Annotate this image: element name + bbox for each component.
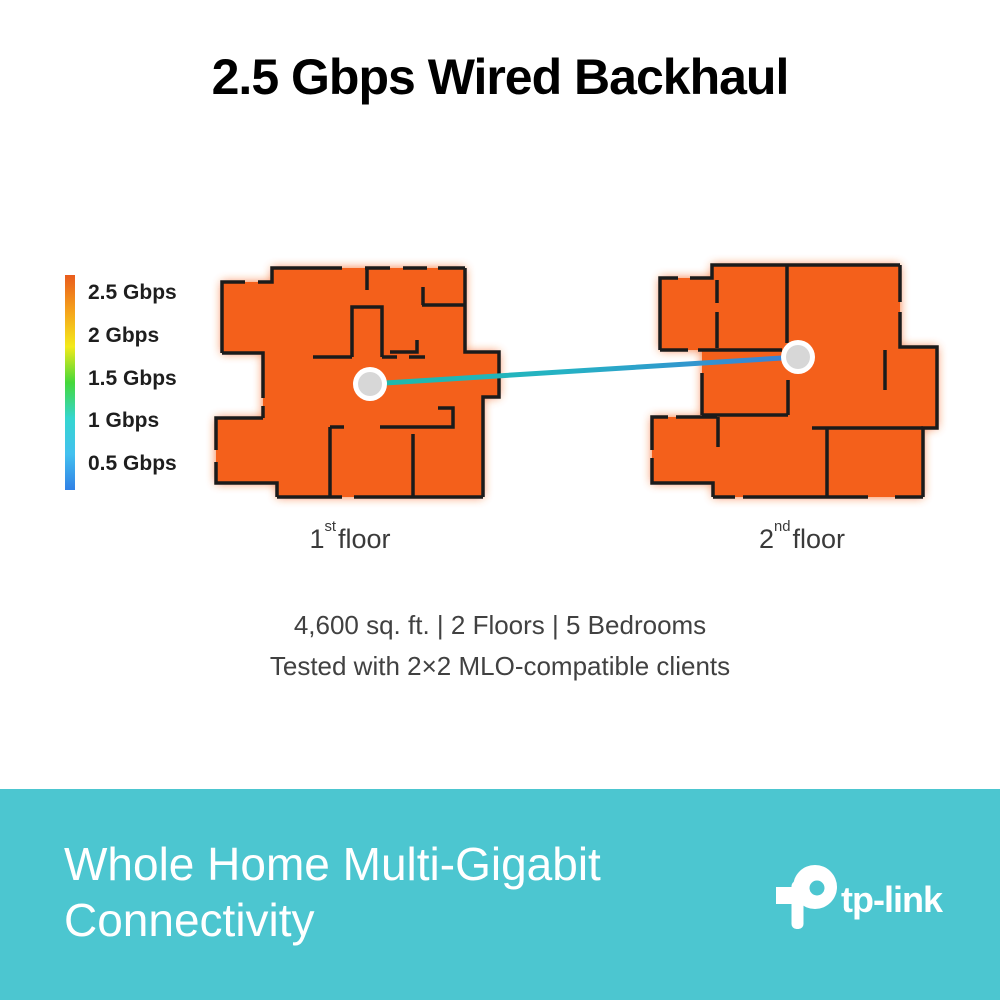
legend-label-0-5-gbps: 0.5 Gbps <box>88 452 177 475</box>
footer-headline-line1: Whole Home Multi-Gigabit <box>64 838 601 890</box>
floor2-heatmap <box>652 265 937 497</box>
legend-gradient-bar <box>65 275 75 490</box>
tp-link-logo-mark: tp-link <box>776 865 945 929</box>
footer-headline-line2: Connectivity <box>64 894 315 946</box>
logo-hole <box>809 880 825 896</box>
floor1-ordinal: st <box>324 518 337 535</box>
legend-label-1-gbps: 1 Gbps <box>88 409 160 432</box>
test-conditions: Tested with 2×2 MLO-compatible clients <box>269 651 731 681</box>
floor1-label: 1stfloor <box>250 519 450 555</box>
tp-link-wordmark: tp-link <box>841 879 944 920</box>
legend-label-1-5-gbps: 1.5 Gbps <box>88 367 177 390</box>
page-title: 2.5 Gbps Wired Backhaul <box>211 49 790 105</box>
floor1-num: 1 <box>309 524 325 554</box>
footer-banner: Whole Home Multi-Gigabit Connectivity tp… <box>0 789 1000 1000</box>
floor1-walls <box>214 266 501 499</box>
tp-link-logo: tp-link <box>776 865 945 929</box>
home-stats: 4,600 sq. ft. | 2 Floors | 5 Bedrooms <box>293 610 707 640</box>
legend-label-2-5-gbps: 2.5 Gbps <box>88 281 177 304</box>
floor2-num: 2 <box>758 524 774 554</box>
floor2-walls <box>650 263 939 499</box>
legend-label-2-gbps: 2 Gbps <box>88 324 160 347</box>
wired-backhaul-line <box>367 354 801 387</box>
floor2-word: floor <box>792 524 846 554</box>
floor2-ordinal: nd <box>773 518 791 535</box>
mesh-node-floor1 <box>353 367 387 401</box>
floor1-word: floor <box>338 524 391 554</box>
floor2-label: 2ndfloor <box>702 519 902 555</box>
mesh-node-floor2 <box>781 340 815 374</box>
footer-headline: Whole Home Multi-Gigabit Connectivity <box>64 836 601 948</box>
